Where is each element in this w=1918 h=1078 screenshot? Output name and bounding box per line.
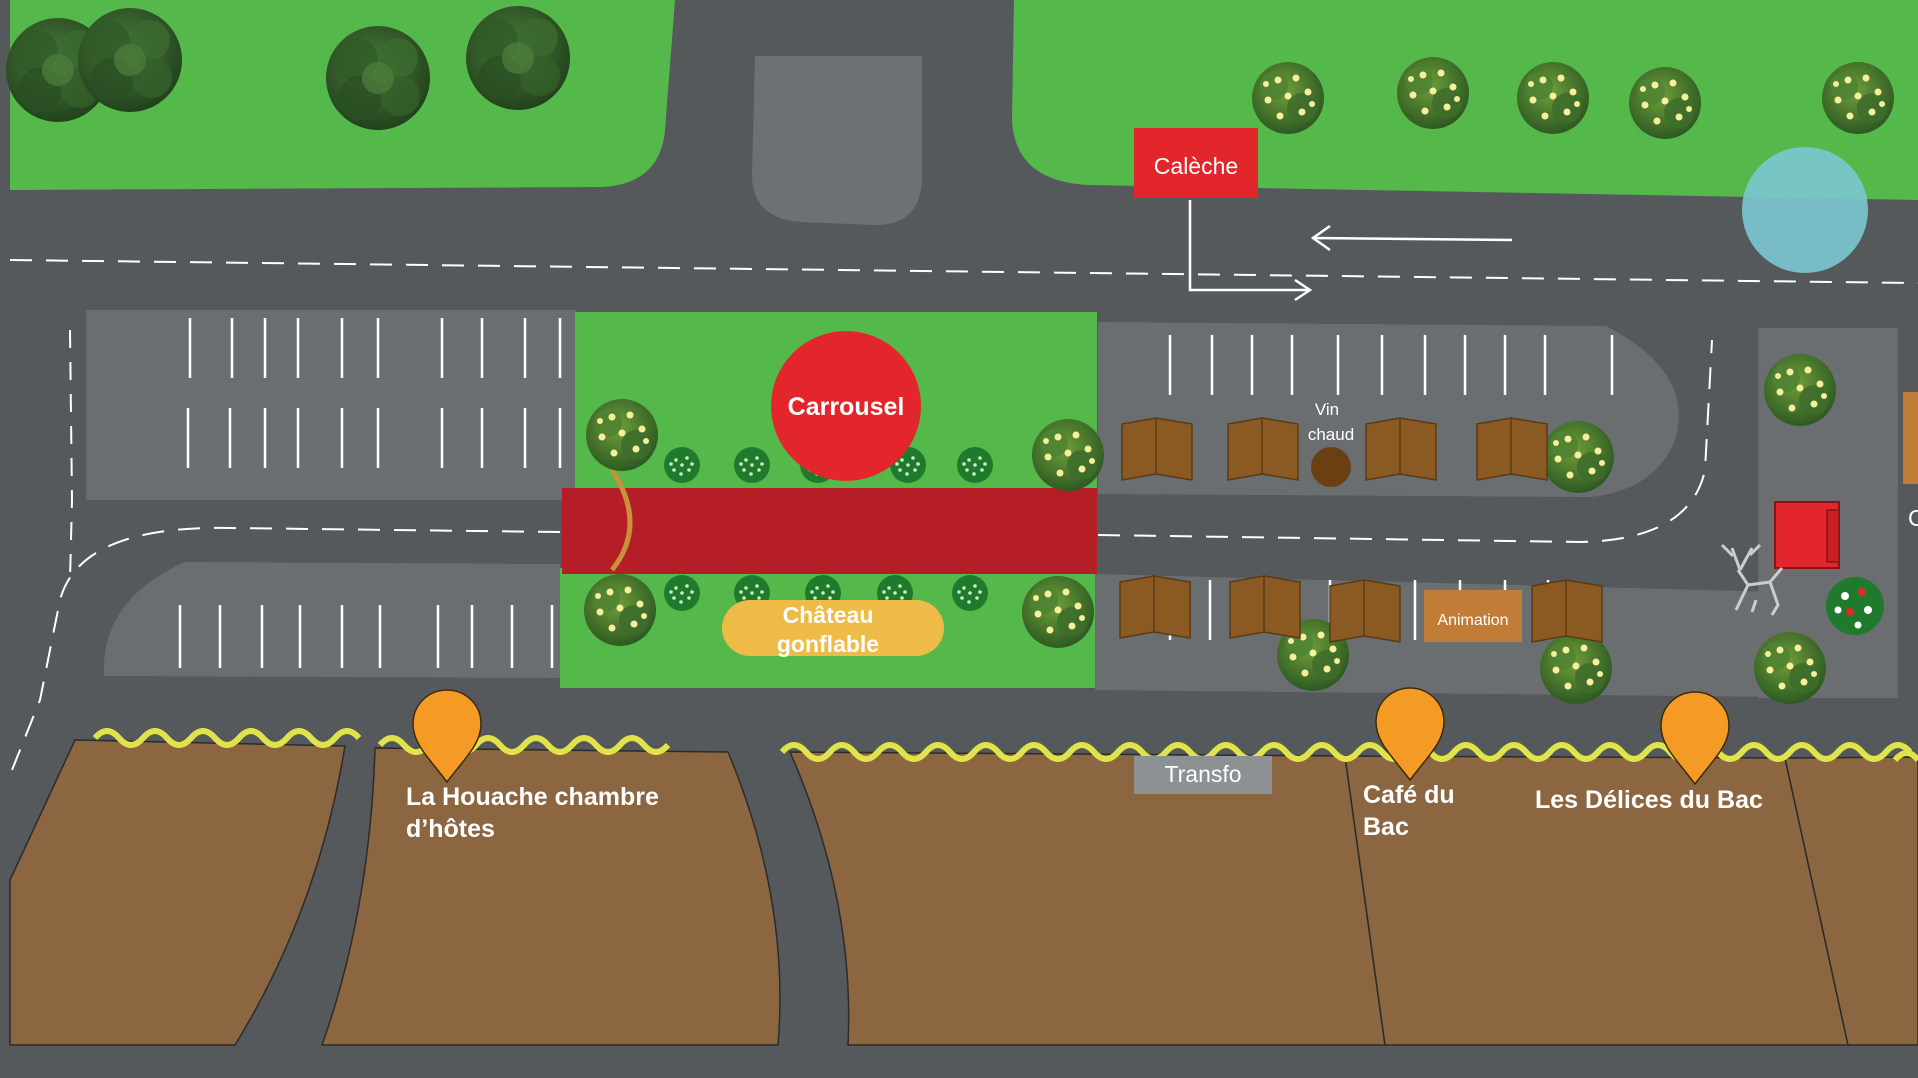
animation-label: Animation bbox=[1437, 612, 1508, 629]
chateau-gonflable-marker[interactable] bbox=[722, 600, 944, 656]
building-1 bbox=[9, 739, 346, 1046]
cut-right-label: C bbox=[1908, 505, 1918, 531]
arch bbox=[609, 468, 633, 572]
internal-road-marking bbox=[1097, 339, 1713, 544]
caleche-marker[interactable] bbox=[1134, 128, 1258, 198]
animation-marker[interactable] bbox=[1424, 590, 1522, 642]
vin-chaud-label-line1: Vin bbox=[1315, 400, 1339, 419]
reindeer-icon bbox=[1720, 543, 1784, 616]
building-la-houache bbox=[320, 747, 781, 1046]
orange-stand-cut bbox=[1903, 392, 1918, 484]
caleche-label: Calèche bbox=[1154, 153, 1238, 179]
transfo-label: Transfo bbox=[1164, 761, 1241, 787]
direction-arrow-icon bbox=[1188, 200, 1313, 302]
carrousel-label: Carrousel bbox=[788, 393, 905, 421]
building-cafe-du-bac bbox=[788, 751, 1386, 1046]
internal-road-marking bbox=[69, 329, 74, 581]
internal-road-marking bbox=[11, 526, 561, 771]
transfo-marker[interactable] bbox=[1134, 756, 1272, 794]
vin-chaud-label-line2: chaud bbox=[1308, 425, 1354, 444]
cafe-du-bac-label-line2: Bac bbox=[1363, 813, 1409, 841]
parking-drop-off bbox=[752, 56, 922, 225]
garland bbox=[779, 742, 1913, 762]
pond bbox=[1742, 147, 1868, 273]
la-houache-label-line2: d’hôtes bbox=[406, 815, 495, 843]
carrousel-marker[interactable] bbox=[771, 331, 921, 481]
garland bbox=[92, 728, 362, 748]
vin-chaud-stand[interactable] bbox=[1311, 447, 1351, 487]
red-carpet-walkway bbox=[562, 488, 1097, 574]
chateau-label-line2: gonflable bbox=[777, 631, 879, 657]
chateau-label-line1: Château bbox=[783, 602, 874, 628]
road-marking bbox=[9, 259, 1918, 284]
la-houache-label-line1: La Houache chambre bbox=[406, 783, 659, 811]
les-delices-label: Les Délices du Bac bbox=[1535, 786, 1763, 814]
red-bench-icon[interactable] bbox=[1774, 501, 1840, 569]
cafe-du-bac-label-line1: Café du bbox=[1363, 781, 1455, 809]
garland bbox=[1892, 750, 1918, 763]
direction-arrow-icon bbox=[1310, 224, 1513, 252]
parking-left-top bbox=[86, 310, 576, 500]
parking-left-bottom bbox=[103, 562, 560, 678]
christmas-ball-tree-icon bbox=[1826, 577, 1884, 635]
